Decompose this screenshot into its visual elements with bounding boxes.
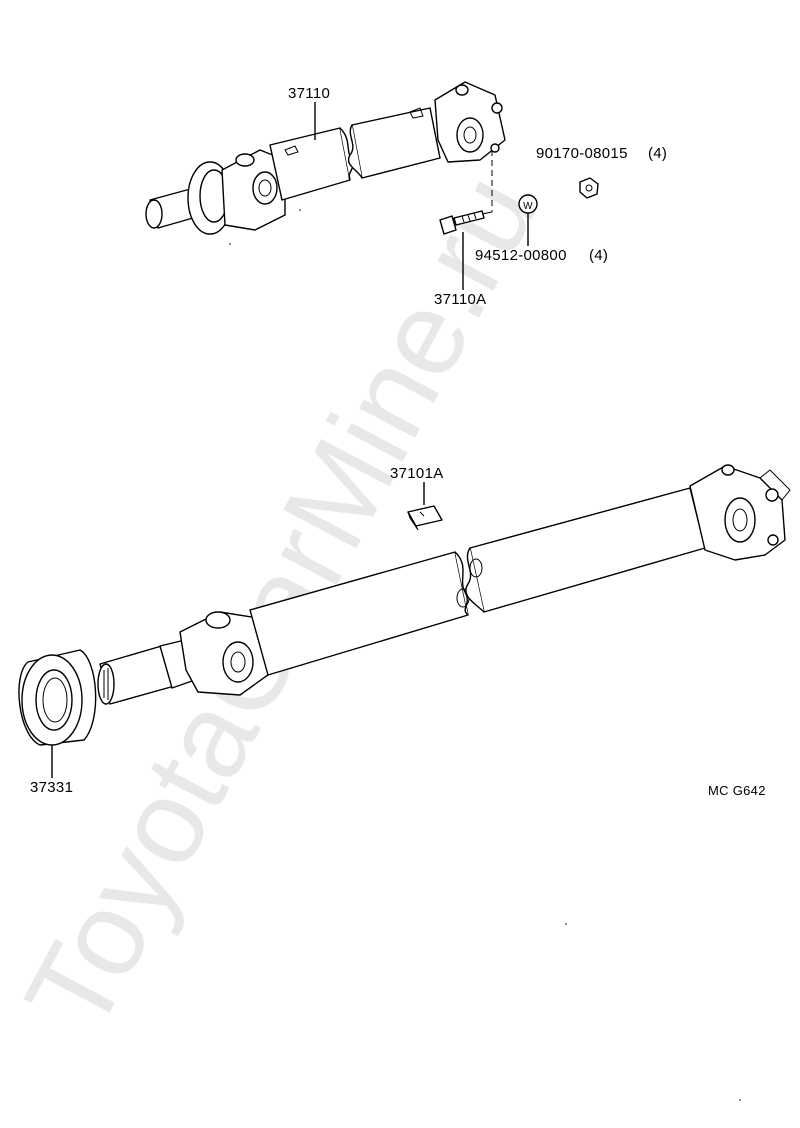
label-37110A: 37110A [434, 291, 486, 308]
figure-code: MC G642 [708, 783, 766, 798]
clip-37101A [407, 505, 443, 531]
label-94512-00800: 94512-00800 [475, 247, 567, 264]
label-90170-08015: 90170-08015 [536, 145, 628, 162]
label-90170-qty: (4) [648, 145, 667, 162]
lower-shaft-assembly [18, 464, 791, 746]
nut-90170-08015 [579, 177, 599, 199]
oil-seal-37331 [18, 649, 97, 746]
label-37101A: 37101A [390, 465, 444, 482]
bolt-37110A [439, 210, 485, 235]
washer-94512-00800: W [518, 194, 538, 214]
label-37331: 37331 [30, 779, 73, 796]
label-37110: 37110 [288, 85, 330, 102]
label-94512-qty: (4) [589, 247, 608, 264]
upper-shaft-assembly [145, 81, 506, 235]
washer-symbol: W [523, 201, 533, 212]
